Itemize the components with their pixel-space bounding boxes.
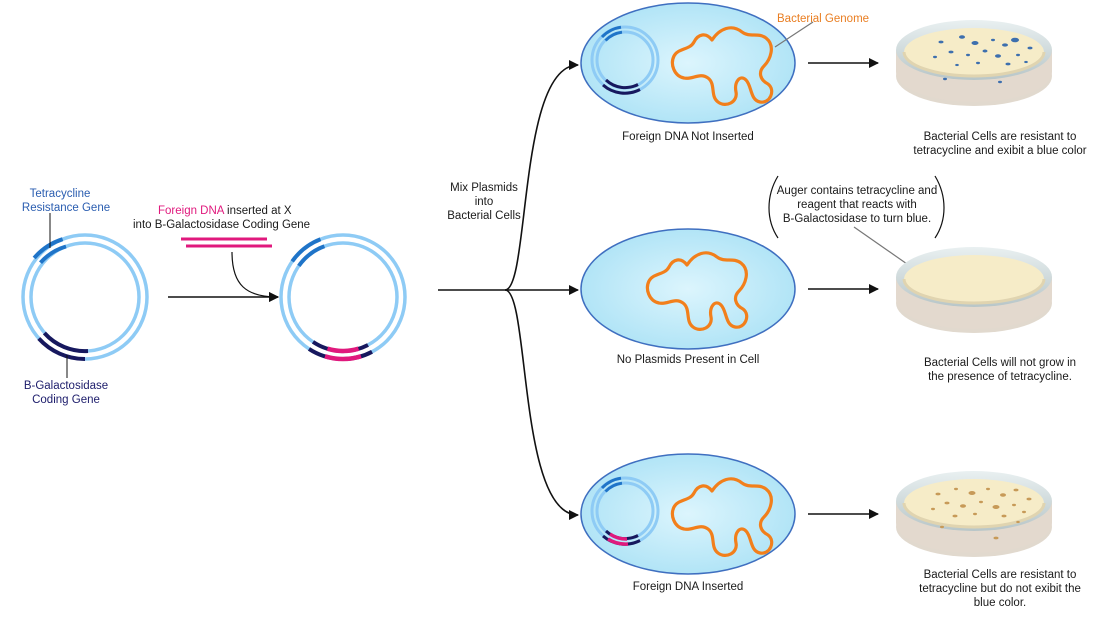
note-line-2: reagent that reacts with bbox=[797, 199, 917, 211]
petri-dish-icon bbox=[894, 18, 1054, 108]
branch-arrow-top bbox=[504, 60, 579, 291]
result-mid-line-2: the presence of tetracycline. bbox=[928, 371, 1072, 383]
recombinant-plasmid bbox=[279, 233, 407, 362]
inserted-at-label: inserted at X bbox=[224, 205, 292, 217]
result-bot-line-3: blue color. bbox=[974, 597, 1026, 609]
result-top-line-1: Bacterial Cells are resistant to bbox=[924, 131, 1077, 143]
result-bot-line-1: Bacterial Cells are resistant to bbox=[924, 569, 1077, 581]
cell-top-label: Foreign DNA Not Inserted bbox=[622, 131, 754, 143]
foreign-dna-label: Foreign DNA bbox=[158, 205, 225, 217]
foreign-dna-caption: Foreign DNA inserted at X bbox=[158, 205, 292, 217]
mix-label-2: into bbox=[475, 196, 494, 208]
tet-gene-label-1: Tetracycline bbox=[30, 188, 91, 200]
bgal-gene-label-1: B-Galactosidase bbox=[24, 380, 108, 392]
mix-label-1: Mix Plasmids bbox=[450, 182, 518, 194]
cell-mid-label: No Plasmids Present in Cell bbox=[617, 354, 760, 366]
petri-dish-icon bbox=[894, 245, 1054, 335]
petri-dish-icon bbox=[894, 469, 1054, 559]
tet-gene-label-2: Resistance Gene bbox=[22, 202, 110, 214]
note-line-3: B-Galactosidase to turn blue. bbox=[783, 213, 931, 225]
branch-arrow-bot bbox=[504, 289, 579, 520]
result-top-line-2: tetracycline and exibit a blue color bbox=[913, 145, 1086, 157]
note-bracket-right bbox=[934, 175, 945, 239]
cell-bot-label: Foreign DNA Inserted bbox=[633, 581, 744, 593]
bacterial-cell-bot bbox=[580, 453, 796, 575]
note-bracket-left bbox=[768, 175, 779, 239]
mix-label-3: Bacterial Cells bbox=[447, 210, 521, 222]
insert-arrow bbox=[231, 251, 279, 302]
result-bot-line-2: tetracycline but do not exibit the bbox=[919, 583, 1081, 595]
plasmid-icon bbox=[590, 25, 660, 95]
plasmid-icon bbox=[590, 476, 660, 546]
bacterial-cell-top bbox=[580, 2, 796, 124]
original-plasmid bbox=[21, 233, 149, 362]
result-mid-line-1: Bacterial Cells will not grow in bbox=[924, 357, 1076, 369]
note-line-1: Auger contains tetracycline and bbox=[777, 185, 937, 197]
genome-leader bbox=[774, 21, 814, 48]
into-gene-label: into B-Galactosidase Coding Gene bbox=[133, 219, 310, 231]
bacterial-genome-label: Bacterial Genome bbox=[777, 13, 869, 25]
bgal-gene-label-2: Coding Gene bbox=[32, 394, 100, 406]
bacterial-cell-mid bbox=[580, 228, 796, 350]
